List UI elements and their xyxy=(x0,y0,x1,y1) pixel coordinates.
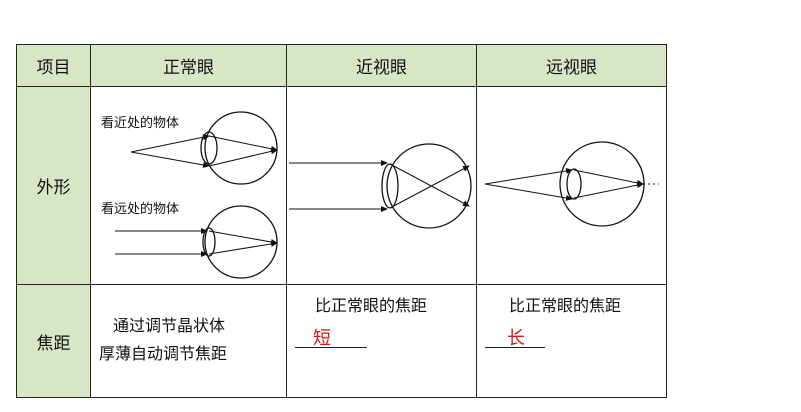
header-row: 项目 正常眼 近视眼 远视眼 xyxy=(16,44,667,87)
normal-eye-diagram: 看近处的物体 看远处的物体 xyxy=(101,110,278,279)
shape-row: 外形 看近处的物体 看远处的物体 xyxy=(16,86,667,285)
myopia-diagram xyxy=(289,142,472,229)
myopia-eyeball xyxy=(386,142,472,229)
hyperopia-eyeball xyxy=(559,140,645,227)
hyperopia-diagram-cell xyxy=(476,86,667,285)
myopia-answer-blank xyxy=(295,347,367,348)
hyperopia-answer-blank xyxy=(485,347,545,348)
hyperopia-focal-answer: 长 xyxy=(507,328,525,349)
near-ray-top-refracted xyxy=(208,135,278,152)
hyperopia-ray-top xyxy=(484,167,573,184)
near-caption: 看近处的物体 xyxy=(101,115,179,131)
header-item: 项目 xyxy=(16,44,91,87)
hyperopia-diagram xyxy=(484,140,659,227)
myopia-ray-bottom-refracted xyxy=(389,165,470,208)
hyperopia-ray-top-refracted xyxy=(573,169,644,186)
hyperopia-lens xyxy=(566,167,582,200)
eye-comparison-table: 项目 正常眼 近视眼 远视眼 外形 看近处的物体 看 xyxy=(16,44,667,398)
far-lens xyxy=(202,226,216,257)
far-ray-top-refracted xyxy=(208,230,278,245)
far-ray-bottom-refracted xyxy=(208,240,278,254)
hyperopia-focal-cell: 比正常眼的焦距 长 xyxy=(476,284,667,398)
normal-focal-line2: 厚薄自动调节焦距 xyxy=(99,344,228,363)
normal-eye-diagram-cell: 看近处的物体 看远处的物体 xyxy=(90,86,287,285)
normal-focal-cell: 通过调节晶状体 厚薄自动调节焦距 xyxy=(90,284,287,398)
focal-row-label: 焦距 xyxy=(16,284,91,398)
focal-row: 焦距 通过调节晶状体 厚薄自动调节焦距 比正常眼的焦距 短 比正常眼的焦距 长 xyxy=(16,284,667,398)
shape-row-label: 外形 xyxy=(16,86,91,285)
hyperopia-ray-bottom-refracted xyxy=(573,181,644,198)
hyperopia-ray-bottom xyxy=(484,183,573,201)
near-ray-bottom xyxy=(130,151,210,168)
hyperopia-focal-prefix: 比正常眼的焦距 xyxy=(509,296,622,315)
header-myopia: 近视眼 xyxy=(286,44,477,87)
header-hyperopia: 远视眼 xyxy=(476,44,667,87)
far-eyeball xyxy=(204,204,278,279)
comparison-grid: 项目 正常眼 近视眼 远视眼 外形 看近处的物体 看 xyxy=(16,44,667,398)
normal-focal-line1: 通过调节晶状体 xyxy=(113,316,226,335)
header-normal-eye: 正常眼 xyxy=(90,44,287,87)
near-ray-top xyxy=(130,133,210,152)
myopia-focal-prefix: 比正常眼的焦距 xyxy=(315,296,428,315)
myopia-focal-answer: 短 xyxy=(313,328,331,349)
myopia-diagram-cell xyxy=(286,86,477,285)
myopia-focal-cell: 比正常眼的焦距 短 xyxy=(286,284,477,398)
near-ray-bottom-refracted xyxy=(208,147,278,166)
far-caption: 看远处的物体 xyxy=(101,201,179,217)
myopia-ray-top-refracted xyxy=(389,163,470,206)
